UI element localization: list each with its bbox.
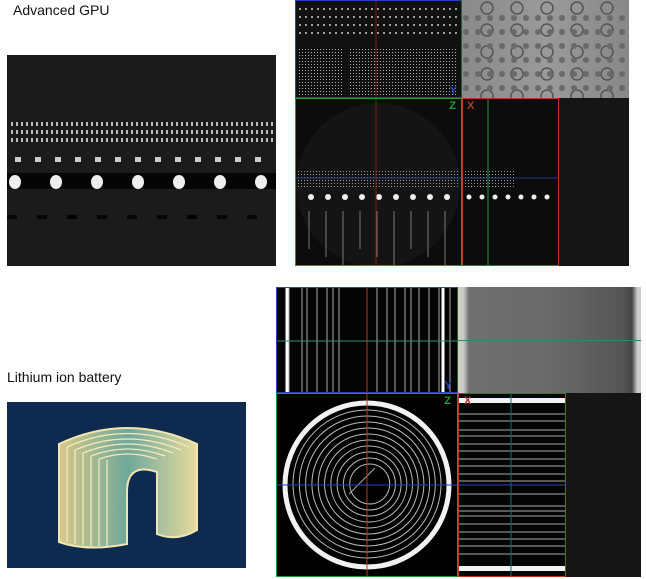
gpu-title: Advanced GPU xyxy=(13,2,110,18)
empty-panel xyxy=(566,393,641,577)
battery-title: Lithium ion battery xyxy=(7,369,122,385)
empty-panel xyxy=(559,98,629,266)
gpu-z-view[interactable]: Z xyxy=(295,98,462,266)
y-axis-label: Y xyxy=(449,85,457,97)
x-axis-label: X xyxy=(467,100,475,112)
gpu-cross-section-image xyxy=(7,55,276,266)
gpu-x-view[interactable]: X xyxy=(462,98,559,266)
z-axis-label: Z xyxy=(449,100,456,112)
gpu-3d-view[interactable] xyxy=(462,0,629,98)
y-axis-label: Y xyxy=(444,380,452,392)
x-axis-label: X xyxy=(464,395,472,407)
gpu-orthoviewer[interactable]: Y Z X xyxy=(295,0,629,266)
battery-z-view[interactable]: Z xyxy=(276,393,458,577)
z-axis-label: Z xyxy=(444,395,451,407)
gpu-y-view[interactable]: Y xyxy=(295,0,462,98)
battery-3d-render xyxy=(7,402,246,568)
battery-x-view[interactable]: X xyxy=(458,393,566,577)
battery-3d-view[interactable] xyxy=(458,287,641,393)
battery-y-view[interactable]: Y xyxy=(276,287,458,393)
battery-orthoviewer[interactable]: Y Z X xyxy=(276,287,641,577)
